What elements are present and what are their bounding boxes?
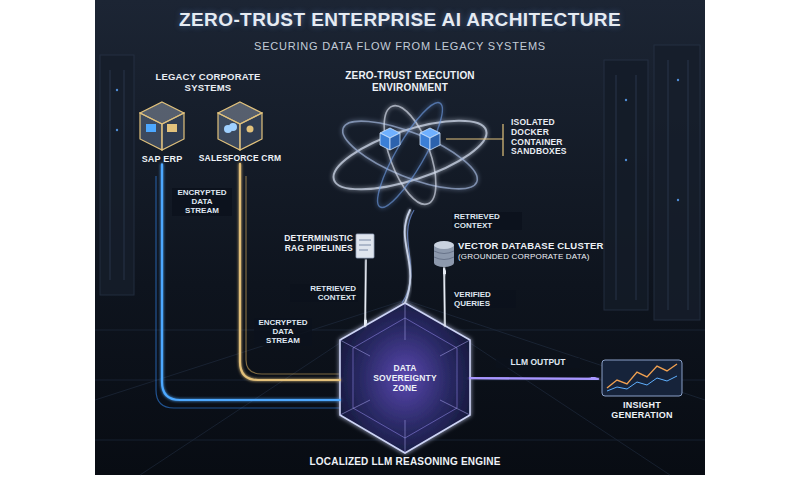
sap-cube	[167, 124, 177, 132]
node-sublabel: LOCALIZED LLM REASONING ENGINE	[280, 456, 530, 468]
crm-cube	[218, 102, 262, 150]
insight-panel: INSIGHT GENERATION	[598, 358, 686, 421]
node-label: DATA SOVEREIGNTY ZONE	[365, 364, 445, 393]
crm-cube	[218, 113, 240, 150]
container-sandbox	[380, 128, 440, 150]
pipeline-box: DETERMINISTIC RAG PIPELINES	[265, 232, 383, 260]
server-racks	[668, 60, 669, 310]
sap-cube	[140, 113, 162, 150]
reasoning-hexagon	[340, 303, 470, 453]
document-icon	[359, 250, 368, 251]
server-racks	[654, 45, 700, 320]
connector	[443, 210, 444, 240]
system-cube: SAP ERP	[130, 98, 194, 164]
node-label: SAP ERP	[130, 154, 194, 164]
server-racks	[625, 159, 627, 161]
server-racks	[110, 70, 111, 280]
node-label: DETERMINISTIC RAG PIPELINES	[265, 234, 353, 254]
execution-swirl	[326, 96, 494, 214]
edge-label: RETRIEVED CONTEXT	[452, 212, 522, 230]
container-sandbox	[420, 133, 430, 150]
edge-label: RETRIEVED CONTEXT	[290, 284, 358, 302]
crm-cube	[240, 113, 262, 150]
node-label: ZERO-TRUST EXECUTION ENVIRONMENT	[339, 70, 481, 93]
crm-cube	[229, 123, 237, 131]
server-racks	[100, 45, 700, 320]
server-racks	[677, 199, 679, 201]
node-label: VECTOR DATABASE CLUSTER	[458, 241, 614, 252]
execution-swirl	[335, 108, 485, 203]
server-racks	[636, 75, 637, 300]
floor-grid	[95, 300, 705, 475]
container-sandbox	[430, 133, 440, 150]
document-icon	[356, 234, 374, 258]
execution-swirl	[326, 107, 494, 204]
sap-cube	[140, 102, 184, 150]
document-icon	[359, 240, 371, 241]
edge-label: LLM OUTPUT	[496, 358, 580, 368]
database-icon	[434, 259, 454, 267]
execution-swirl	[373, 99, 446, 210]
node-sublabel: (GROUNDED CORPORATE DATA)	[458, 252, 614, 261]
server-racks	[124, 70, 125, 280]
insight-chart	[602, 360, 682, 396]
connector	[470, 378, 598, 379]
server-racks	[100, 55, 134, 295]
reasoning-hexagon	[340, 303, 470, 453]
system-cube: SALESFORCE CRM	[198, 98, 282, 164]
node-label: SALESFORCE CRM	[198, 154, 282, 164]
server-racks	[677, 79, 679, 81]
edge-label: ENCRYPTED DATA STREAM	[172, 188, 232, 216]
server-racks	[604, 60, 648, 310]
group-heading: LEGACY CORPORATE SYSTEMS	[148, 72, 268, 94]
insight-chart	[607, 364, 677, 388]
database-icon	[434, 241, 454, 249]
background-panel	[95, 0, 705, 475]
execution-swirl	[368, 96, 452, 214]
insight-chart	[602, 360, 682, 396]
connector	[444, 268, 445, 326]
sandbox-bracket	[446, 124, 503, 156]
execution-environment: ZERO-TRUST EXECUTION ENVIRONMENT	[315, 70, 505, 210]
server-racks	[688, 60, 689, 310]
sap-cube	[146, 124, 156, 132]
connector	[365, 260, 366, 326]
container-sandbox	[390, 133, 400, 150]
stream-strands	[402, 210, 414, 303]
container-sandbox	[380, 133, 390, 150]
edge-label: ENCRYPTED DATA STREAM	[254, 318, 312, 346]
server-racks	[116, 129, 118, 131]
callout-label: ISOLATED DOCKER CONTAINER SANDBOXES	[511, 118, 589, 157]
server-racks	[116, 89, 118, 91]
database-box: VECTOR DATABASE CLUSTER(GROUNDED CORPORA…	[432, 240, 614, 268]
connector	[405, 210, 411, 303]
sap-cube	[162, 113, 184, 150]
connector	[162, 164, 340, 400]
node-label: INSIGHT GENERATION	[598, 400, 686, 421]
crm-cube	[247, 126, 254, 133]
stream-strands	[246, 176, 340, 374]
edge-label: VERIFIED QUERIES	[452, 290, 516, 308]
database-icon	[434, 241, 454, 267]
document-icon	[356, 234, 374, 258]
insight-chart	[607, 376, 677, 391]
database-icon	[434, 251, 454, 260]
document-icon	[359, 245, 371, 246]
reasoning-engine: DATA SOVEREIGNTY ZONE LOCALIZED LLM REASO…	[280, 300, 530, 475]
server-racks	[616, 75, 617, 300]
server-racks	[625, 99, 627, 101]
reasoning-hexagon	[340, 303, 470, 453]
connector	[240, 164, 340, 380]
diagram-title: ZERO-TRUST ENTERPRISE AI ARCHITECTURE	[95, 9, 705, 31]
subtitle: SECURING DATA FLOW FROM LEGACY SYSTEMS	[95, 40, 705, 53]
